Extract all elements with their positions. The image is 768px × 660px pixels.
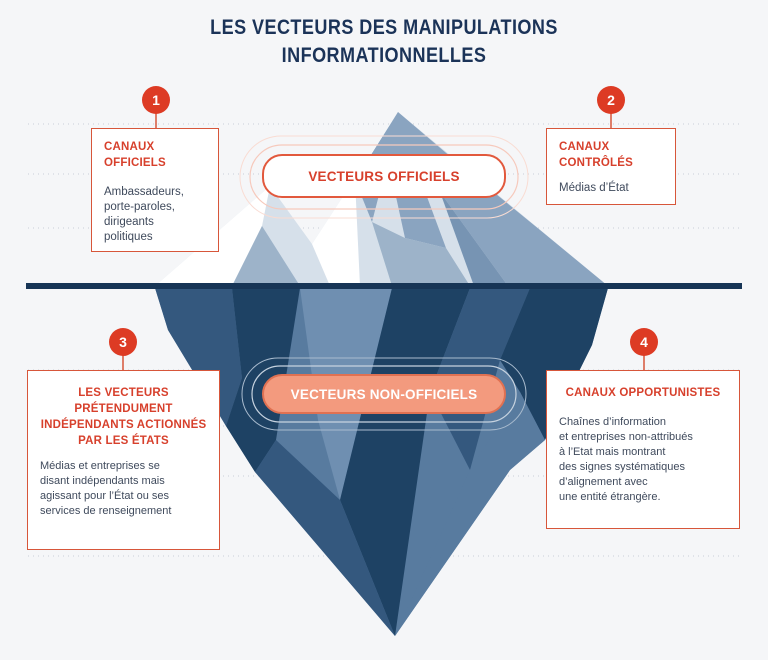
card-4-line: à l’Etat mais montrant (559, 446, 666, 458)
card-3-title-line: INDÉPENDANTS ACTIONNÉS (40, 419, 207, 431)
official-vectors-pill: VECTEURS OFFICIELS (262, 154, 506, 198)
card-1-line: politiques (104, 231, 153, 243)
badge-2: 2 (597, 86, 625, 114)
badge-3: 3 (109, 328, 137, 356)
iceberg-top (155, 112, 608, 286)
official-vectors-label: VECTEURS OFFICIELS (308, 168, 460, 184)
non-official-vectors-label: VECTEURS NON-OFFICIELS (290, 386, 478, 402)
badge-1: 1 (142, 86, 170, 114)
card-1-title: CANAUX OFFICIELS (104, 141, 166, 169)
card-3-line: agissant pour l’État ou ses (40, 490, 170, 502)
badge-2-number: 2 (607, 92, 615, 108)
badge-4: 4 (630, 328, 658, 356)
page-title-line-2: INFORMATIONNELLES (281, 44, 487, 67)
card-2-line: Médias d’État (559, 182, 629, 194)
card-controlled-channels: CANAUX CONTRÔLÉS Médias d’État (546, 128, 676, 205)
card-4-title: CANAUX OPPORTUNISTES (565, 387, 721, 399)
card-official-channels: CANAUX OFFICIELS Ambassadeurs, porte-par… (91, 128, 219, 252)
card-1-line: porte-paroles, (104, 201, 175, 213)
card-pseudo-independent-vectors: LES VECTEURS PRÉTENDUMENT INDÉPENDANTS A… (27, 370, 220, 550)
card-4-line: d’alignement avec (559, 476, 648, 488)
non-official-vectors-pill: VECTEURS NON-OFFICIELS (262, 374, 506, 414)
page-title-line-1: LES VECTEURS DES MANIPULATIONS (210, 16, 558, 39)
card-3-title-line: PAR LES ÉTATS (78, 435, 169, 447)
badge-4-number: 4 (640, 334, 648, 350)
card-3-title-line: LES VECTEURS (78, 387, 169, 399)
card-4-line: et entreprises non-attribués (559, 431, 693, 443)
badge-connectors (122, 112, 645, 370)
card-3-title: LES VECTEURS PRÉTENDUMENT INDÉPENDANTS A… (40, 385, 207, 449)
non-official-pill-rings (241, 357, 527, 431)
card-2-description: Médias d’État (559, 181, 663, 196)
card-1-line: dirigeants (104, 216, 154, 228)
card-3-description: Médias et entreprises se disant indépend… (40, 459, 207, 519)
card-4-line: une entité étrangère. (559, 491, 661, 503)
card-3-title-line: PRÉTENDUMENT (74, 403, 173, 415)
card-opportunistic-channels: CANAUX OPPORTUNISTES Chaînes d’informati… (546, 370, 740, 529)
card-3-line: services de renseignement (40, 505, 172, 517)
official-pill-rings (239, 135, 529, 219)
badge-1-number: 1 (152, 92, 160, 108)
water-line (26, 283, 742, 289)
card-4-line: Chaînes d’information (559, 416, 667, 428)
card-3-line: Médias et entreprises se (40, 460, 160, 472)
card-4-line: des signes systématiques (559, 461, 685, 473)
page-title: LES VECTEURS DES MANIPULATIONS INFORMATI… (54, 14, 714, 70)
card-1-description: Ambassadeurs, porte-paroles, dirigeants … (104, 185, 206, 245)
iceberg-underwater (155, 288, 608, 636)
card-1-line: Ambassadeurs, (104, 186, 184, 198)
badge-3-number: 3 (119, 334, 127, 350)
card-2-title: CANAUX CONTRÔLÉS (559, 141, 633, 169)
card-3-line: disant indépendants mais (40, 475, 165, 487)
card-4-description: Chaînes d’information et entreprises non… (559, 415, 727, 505)
